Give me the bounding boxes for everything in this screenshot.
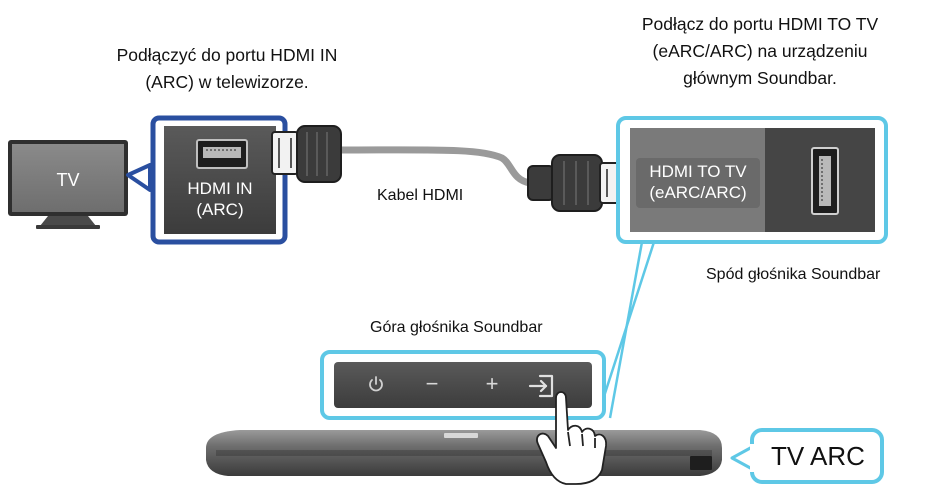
tv-port-label-line2: (ARC) [196,200,244,219]
tv-port-caption-line1: Podłączyć do portu HDMI IN [116,45,338,65]
soundbar-port-label-line2: (eARC/ARC) [649,183,747,202]
soundbar-port-caption-line3: głównym Soundbar. [683,68,837,88]
tv-icon [8,140,128,229]
soundbar-port-caption-line1: Podłącz do portu HDMI TO TV [641,14,879,34]
soundbar-button-panel [334,362,592,408]
tv-port-label-line1: HDMI IN [187,179,253,198]
tv-port-caption: Podłączyć do portu HDMI IN (ARC) w telew… [87,42,367,96]
hdmi-plug-icon [271,125,342,183]
tv-callout-pointer [126,163,152,192]
soundbar-port-caption: Podłącz do portu HDMI TO TV (eARC/ARC) n… [600,11,920,92]
hdmi-plug-icon [527,154,627,212]
callout-line [608,241,644,419]
soundbar-top-label: Góra głośnika Soundbar [370,319,543,336]
tv-port-caption-line2: (ARC) w telewizorze. [145,72,309,92]
hand-pointer-icon [536,391,607,485]
cable-label: Kabel HDMI [377,187,464,204]
mode-badge-text: TV ARC [771,441,865,471]
source-input-icon [528,374,554,398]
soundbar-body [206,430,722,476]
soundbar-port-label-chip [636,158,760,208]
power-button[interactable] [362,372,390,400]
hdmi-cable [336,146,564,187]
tv-port-label: HDMI IN (ARC) [164,178,276,220]
hdmi-port-icon [811,147,839,215]
volume-down-button[interactable]: − [425,371,439,396]
soundbar-bottom-label: Spód głośnika Soundbar [706,266,881,283]
tv-label: TV [56,170,80,190]
soundbar-port-label-line1: HDMI TO TV [649,162,747,181]
soundbar-port-caption-line2: (eARC/ARC) na urządzeniu [652,41,868,61]
volume-up-button[interactable]: + [485,371,499,396]
soundbar-port-label: HDMI TO TV (eARC/ARC) [636,161,760,203]
hdmi-port-icon [196,139,248,169]
power-icon [369,376,383,392]
source-button[interactable] [526,372,556,400]
